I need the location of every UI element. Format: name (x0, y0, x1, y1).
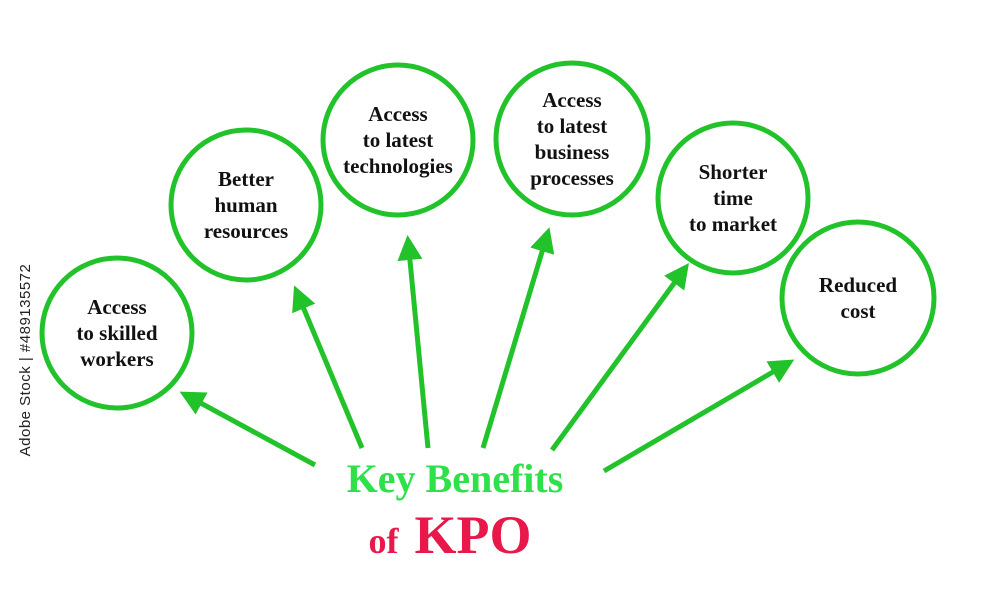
benefit-circle (168, 127, 324, 283)
arrow-5 (549, 262, 689, 452)
benefit-label-line: Access (87, 295, 146, 319)
title-of-word: of (369, 521, 400, 561)
benefit-label-line: Better (218, 167, 274, 191)
benefit-label-line: workers (80, 347, 153, 371)
benefit-label-line: Access (368, 102, 427, 126)
benefit-label-line: resources (204, 219, 288, 243)
benefit-label-line: Reduced (819, 273, 897, 297)
benefit-label-line: human (214, 193, 277, 217)
title-kpo-word: KPO (415, 505, 532, 565)
benefit-label-line: to latest (537, 114, 608, 138)
benefit-label-line: time (713, 186, 753, 210)
arrow-2 (292, 285, 365, 449)
benefit-label-line: processes (530, 166, 614, 190)
stock-id-watermark: Adobe Stock | #489135572 (17, 264, 34, 457)
diagram-title-line1: Key Benefits (347, 456, 564, 501)
arrow-1 (179, 391, 317, 468)
benefit-circle (655, 120, 811, 276)
benefit-circle (493, 60, 651, 218)
benefit-label-line: Shorter (699, 160, 768, 184)
arrow-3 (397, 235, 431, 449)
arrow-6 (602, 359, 795, 474)
benefit-circle (320, 62, 476, 218)
benefit-label-line: to market (689, 212, 777, 236)
arrow-4 (480, 227, 555, 449)
benefit-label-line: to latest (363, 128, 434, 152)
benefit-label-line: cost (841, 299, 876, 323)
benefit-circle (39, 255, 195, 411)
benefit-label-line: business (535, 140, 610, 164)
benefit-label-line: Access (542, 88, 601, 112)
diagram-title-line2: of KPO (369, 505, 532, 565)
benefit-circle (779, 219, 937, 377)
benefit-label-line: technologies (343, 154, 453, 178)
arrows-group (179, 227, 795, 474)
benefit-label-line: to skilled (76, 321, 157, 345)
